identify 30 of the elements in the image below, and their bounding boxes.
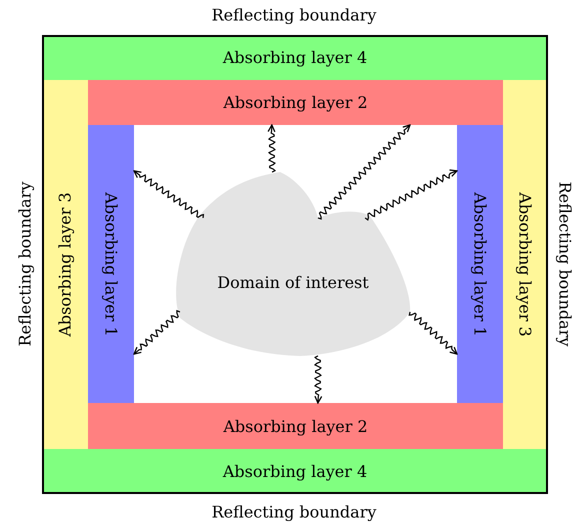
boundary-label: Reflecting boundary <box>212 502 376 522</box>
domain-blob <box>174 170 412 358</box>
layer-label: Absorbing layer 1 <box>470 192 490 336</box>
absorbing-layer-band <box>503 80 546 449</box>
wavy-arrow <box>314 355 322 404</box>
wavy-arrow <box>364 169 458 221</box>
reflecting-boundary-frame <box>42 35 548 494</box>
boundary-label: Reflecting boundary <box>212 6 376 24</box>
layer-label: Absorbing layer 2 <box>223 93 368 112</box>
layer-label: Absorbing layer 3 <box>56 192 74 337</box>
wavy-arrow <box>408 312 458 355</box>
absorbing-layer-band <box>44 37 546 80</box>
absorbing-layer-band <box>457 125 503 403</box>
wavy-arrow <box>133 170 204 218</box>
absorbing-layer-band <box>44 449 546 492</box>
absorbing-layer-band <box>88 80 503 125</box>
boundary-label: Reflecting boundary <box>16 182 34 346</box>
layer-label: Absorbing layer 4 <box>222 462 368 481</box>
layer-label: Absorbing layer 3 <box>516 192 535 337</box>
boundary-label: Reflecting boundary <box>556 182 574 346</box>
absorbing-layer-band <box>44 80 88 449</box>
layer-label: Absorbing layer 2 <box>223 416 368 436</box>
domain-label: Domain of interest <box>217 272 369 292</box>
wavy-arrow <box>268 124 276 173</box>
layer-label: Absorbing layer 1 <box>102 192 120 336</box>
wavy-arrow <box>133 310 180 355</box>
absorbing-layer-band <box>88 403 503 449</box>
layer-label: Absorbing layer 4 <box>222 48 368 67</box>
absorbing-layer-band <box>88 125 134 403</box>
wavy-arrow <box>318 124 411 220</box>
